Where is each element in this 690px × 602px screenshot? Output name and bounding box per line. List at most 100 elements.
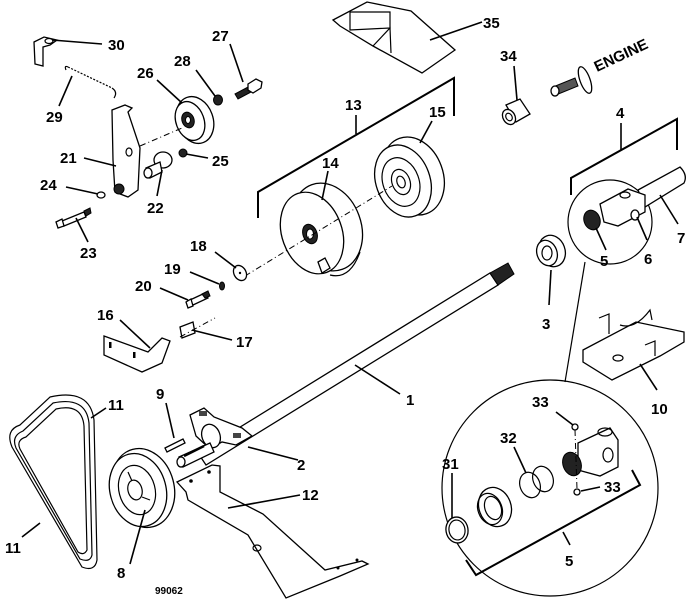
leader-32 bbox=[513, 446, 527, 474]
leader-28 bbox=[195, 69, 216, 97]
part-11-belt bbox=[9, 394, 98, 570]
part-2-bearing-block bbox=[189, 407, 254, 450]
part-shaft-stub bbox=[176, 442, 215, 468]
leader-35 bbox=[429, 21, 483, 41]
leader-25 bbox=[185, 153, 209, 159]
part-27-bolt bbox=[234, 78, 263, 100]
leader-9 bbox=[165, 402, 175, 439]
part-10-bracket bbox=[582, 308, 685, 381]
callout-32: 32 bbox=[500, 430, 517, 447]
callout-33b: 33 bbox=[604, 479, 621, 496]
leader-27 bbox=[229, 43, 244, 83]
callout-17: 17 bbox=[236, 334, 253, 351]
leader-29 bbox=[58, 75, 73, 107]
part-yoke-detail bbox=[562, 427, 619, 477]
engine-label: ENGINE bbox=[592, 36, 651, 76]
part-31-snap-ring bbox=[445, 516, 469, 544]
part-14-clutch-field bbox=[279, 182, 364, 277]
part-23-bolt bbox=[55, 207, 92, 229]
leader-33a bbox=[555, 411, 574, 426]
part-30-spring-bracket bbox=[33, 36, 59, 67]
part-24-washer bbox=[96, 191, 106, 199]
callout-29: 29 bbox=[46, 109, 63, 126]
leader-30 bbox=[51, 39, 103, 45]
part-29-spring bbox=[64, 65, 117, 99]
callout-18: 18 bbox=[190, 238, 207, 255]
callout-27: 27 bbox=[212, 28, 229, 45]
part-20-bolt bbox=[185, 290, 211, 309]
callout-33a: 33 bbox=[532, 394, 549, 411]
part-32-spring bbox=[519, 465, 554, 499]
part-28-nut bbox=[213, 94, 223, 106]
part-22-shoulder-bolt bbox=[143, 151, 173, 179]
leader-12 bbox=[227, 494, 301, 509]
part-3-bearing bbox=[535, 234, 567, 268]
callout-12: 12 bbox=[302, 487, 319, 504]
callout-2: 2 bbox=[297, 457, 305, 474]
part-18-washer bbox=[232, 264, 248, 282]
leader-24 bbox=[65, 186, 99, 195]
callout-1: 1 bbox=[406, 392, 414, 409]
callout-4: 4 bbox=[616, 105, 625, 122]
callout-5b: 5 bbox=[565, 553, 573, 570]
leader-2 bbox=[247, 446, 299, 461]
callout-34: 34 bbox=[500, 48, 517, 65]
part-19-lock-washer bbox=[219, 281, 225, 291]
part-12-support-bracket bbox=[175, 464, 370, 599]
bracket-4 bbox=[570, 117, 678, 195]
bracket-13 bbox=[257, 76, 455, 218]
callout-7: 7 bbox=[677, 230, 685, 247]
callout-14: 14 bbox=[322, 155, 339, 172]
figure-number: 99062 bbox=[155, 586, 183, 597]
leader-16 bbox=[119, 319, 151, 349]
leader-11a bbox=[90, 407, 107, 419]
leader-26 bbox=[156, 79, 183, 104]
leader-11b bbox=[21, 522, 41, 538]
part-25-nut bbox=[178, 148, 188, 158]
part-1-jackshaft bbox=[197, 262, 515, 466]
callout-24: 24 bbox=[40, 177, 57, 194]
leader-10 bbox=[639, 363, 658, 391]
leader-20 bbox=[159, 287, 189, 301]
leader-23 bbox=[75, 217, 89, 243]
part-35-shield bbox=[331, 1, 457, 74]
callout-22: 22 bbox=[147, 200, 164, 217]
part-33-ball-bottom bbox=[573, 488, 581, 496]
leader-14 bbox=[321, 170, 329, 201]
detail-circle-5 bbox=[441, 379, 659, 597]
callout-5a: 5 bbox=[600, 253, 608, 270]
callout-9: 9 bbox=[156, 386, 164, 403]
part-17-spacer bbox=[179, 321, 196, 339]
part-4-drive-shaft-assembly bbox=[567, 166, 686, 265]
part-16-bracket bbox=[103, 335, 171, 373]
part-8-pulley bbox=[108, 447, 176, 529]
leader-7 bbox=[659, 194, 679, 225]
part-34-spacer bbox=[501, 98, 531, 126]
part-26-idler-pulley bbox=[174, 95, 215, 145]
callout-19: 19 bbox=[164, 261, 181, 278]
part-bearing-cup bbox=[476, 486, 513, 528]
leader-22 bbox=[156, 169, 163, 197]
detail-link-line bbox=[564, 261, 586, 383]
leader-5a bbox=[595, 227, 607, 251]
callout-11b: 11 bbox=[5, 540, 21, 557]
leader-34 bbox=[513, 65, 518, 101]
callout-25: 25 bbox=[212, 153, 229, 170]
callout-35: 35 bbox=[483, 15, 500, 32]
centerline-26 bbox=[139, 127, 183, 147]
callout-20: 20 bbox=[135, 278, 152, 295]
callout-15: 15 bbox=[429, 104, 446, 121]
leader-15 bbox=[419, 120, 433, 144]
leader-3 bbox=[548, 269, 552, 306]
callout-30: 30 bbox=[108, 37, 125, 54]
leader-18 bbox=[214, 251, 237, 269]
leader-17 bbox=[191, 329, 233, 341]
engine-shaft bbox=[550, 66, 593, 97]
callout-21: 21 bbox=[60, 150, 77, 167]
leader-21 bbox=[83, 157, 117, 167]
leader-6 bbox=[636, 216, 648, 241]
centerline-clutch bbox=[244, 185, 393, 277]
callout-26: 26 bbox=[137, 65, 154, 82]
leader-8 bbox=[129, 509, 146, 565]
